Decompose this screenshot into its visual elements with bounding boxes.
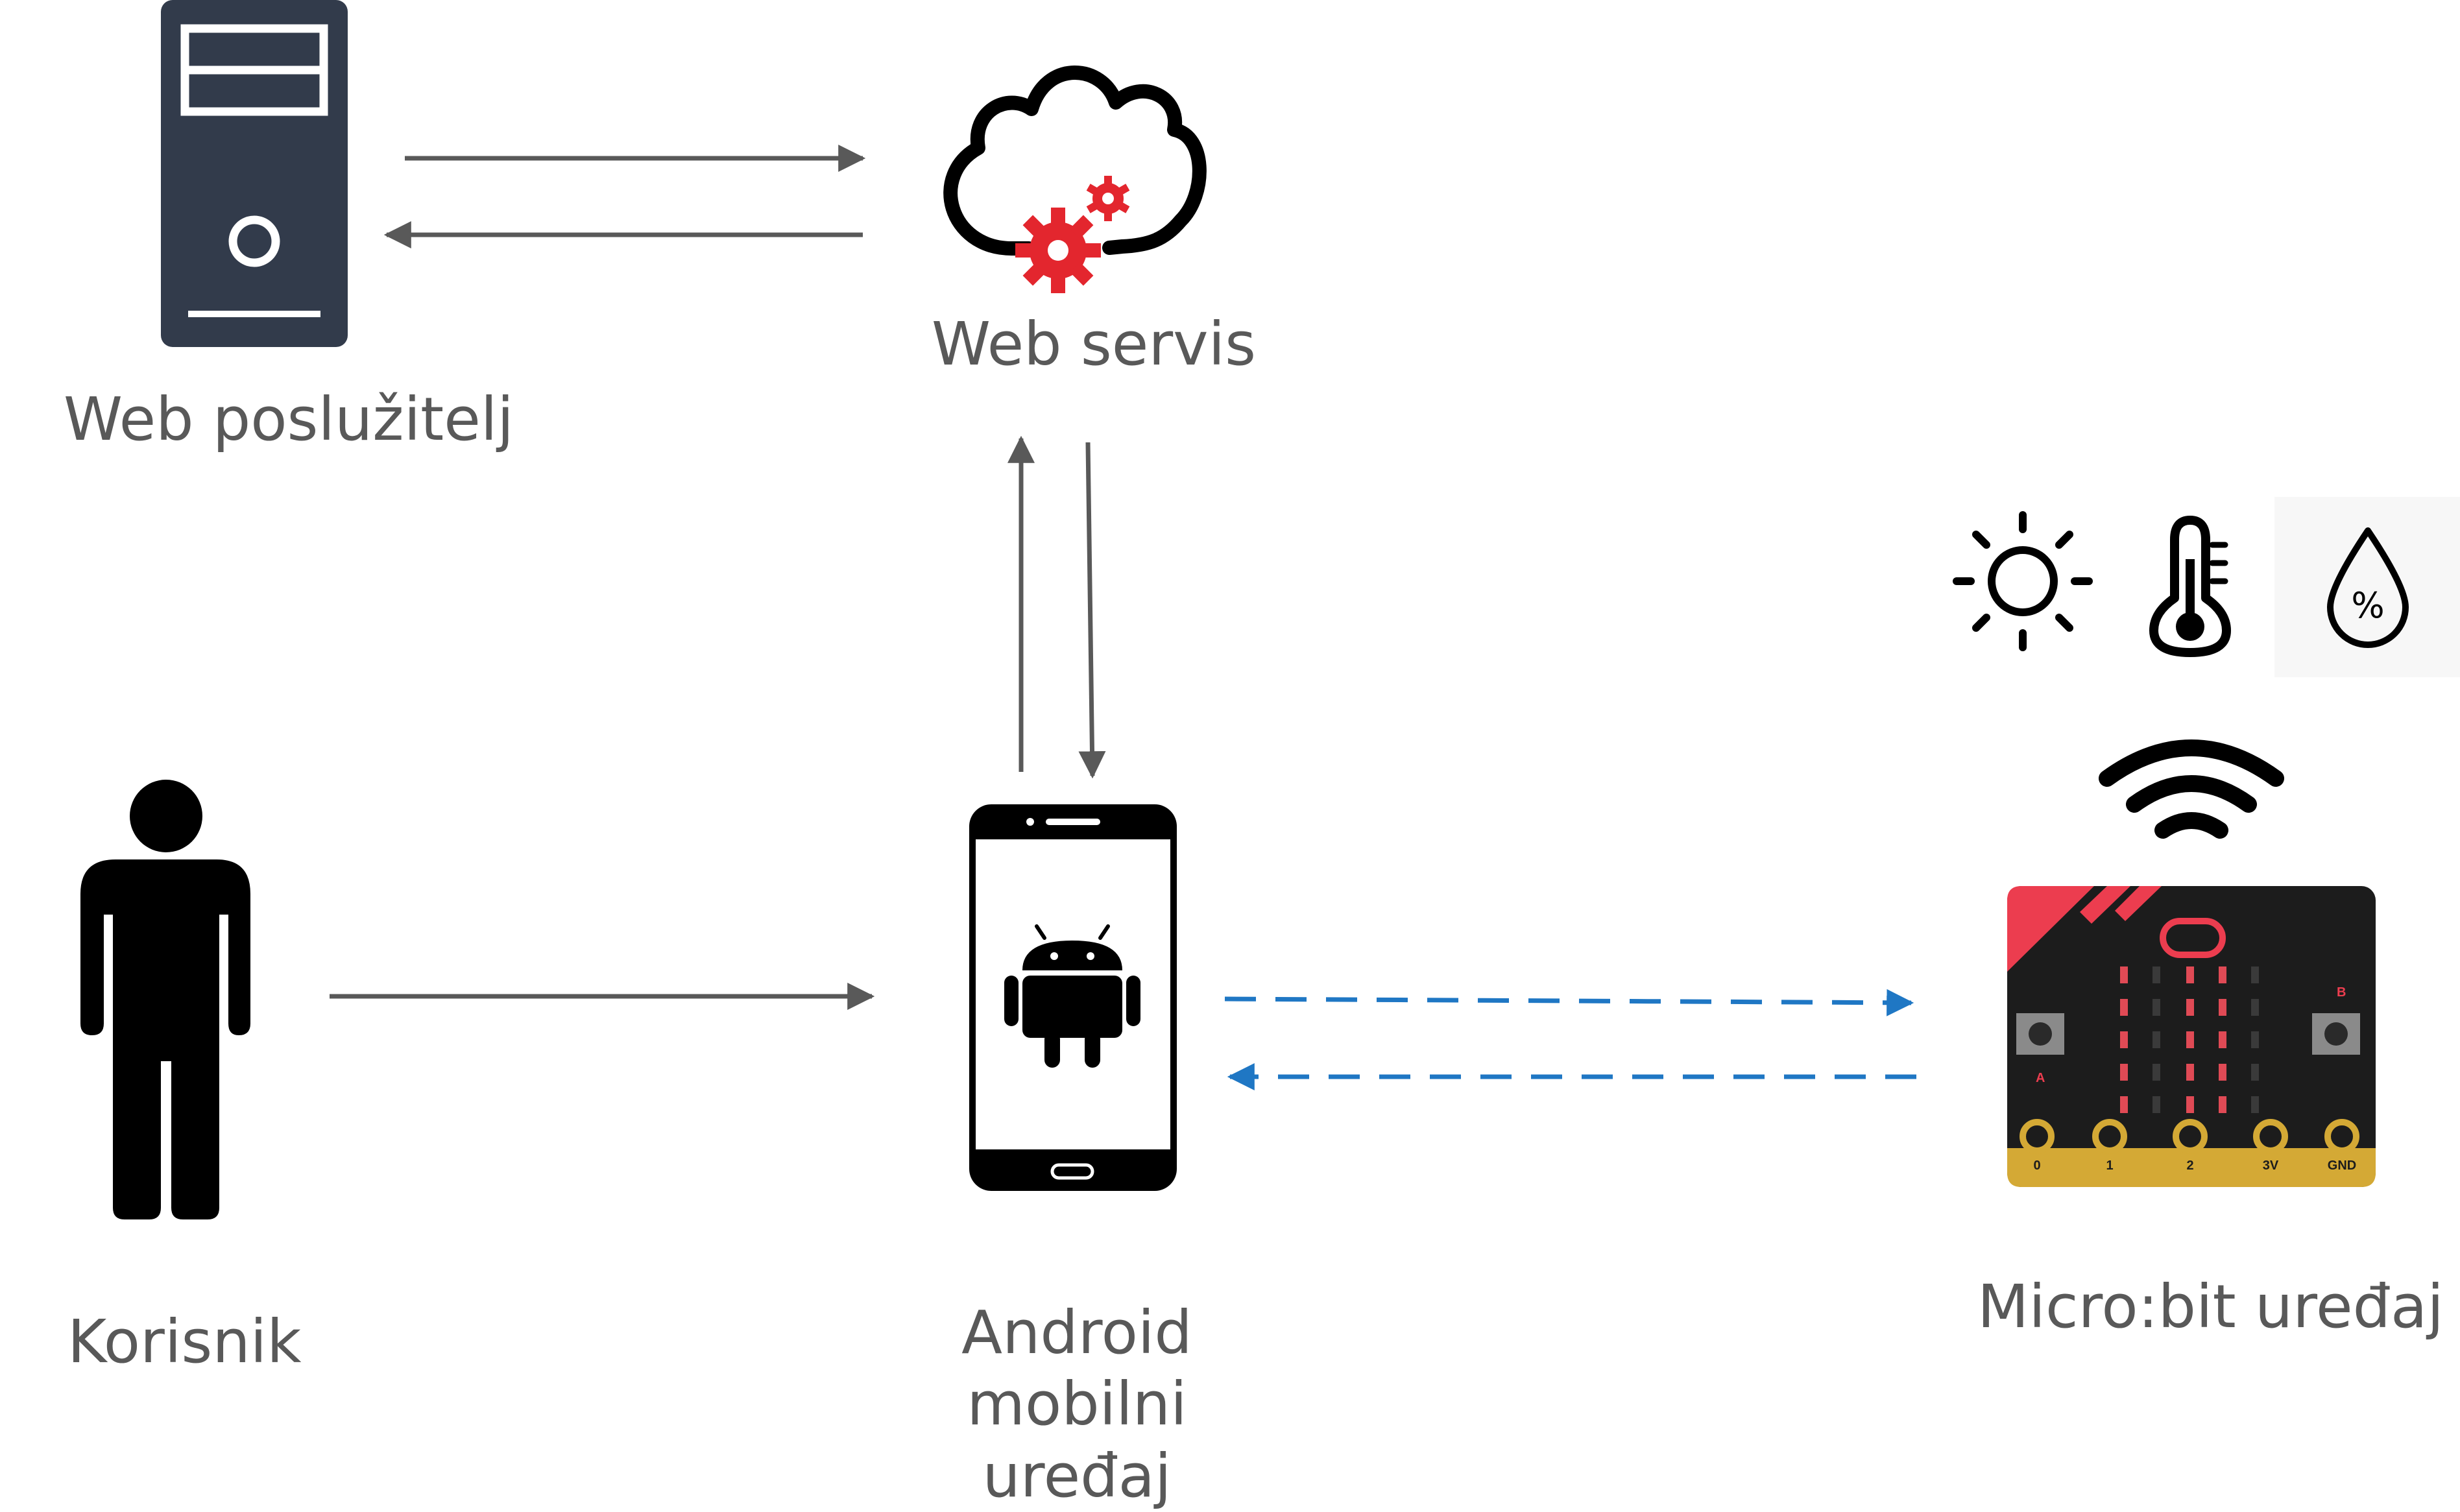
- led: [2219, 1096, 2226, 1113]
- led: [2152, 966, 2160, 983]
- sun-icon: [1953, 511, 2093, 651]
- led: [2251, 1096, 2259, 1113]
- microbit-button-b-label: B: [2337, 985, 2346, 1000]
- svg-text:%: %: [2351, 585, 2384, 626]
- android-device-label-line1: Android mobilni: [961, 1298, 1192, 1439]
- led: [2152, 1096, 2160, 1113]
- microbit-pin-label: GND: [2328, 1158, 2356, 1173]
- led: [2152, 1031, 2160, 1048]
- server-icon: [161, 0, 348, 347]
- web-service-label: Web servis: [932, 309, 1257, 379]
- arrow-service-to-phone: [1078, 442, 1106, 779]
- led: [2251, 1064, 2259, 1081]
- led: [2186, 1031, 2194, 1048]
- microbit-pin-label: 3V: [2263, 1158, 2279, 1173]
- microbit-led-matrix: [2120, 966, 2259, 1113]
- gear-icon-large: [1015, 208, 1101, 293]
- led: [2219, 966, 2226, 983]
- gear-icon-small: [1086, 176, 1130, 221]
- cloud-icon: [943, 66, 1207, 256]
- web-server-label: Web poslužitelj: [64, 385, 514, 454]
- microbit-pin-label: 1: [2106, 1158, 2113, 1173]
- led: [2219, 999, 2226, 1016]
- led: [2120, 1064, 2128, 1081]
- led: [2152, 999, 2160, 1016]
- led: [2120, 966, 2128, 983]
- wifi-icon: [2099, 739, 2284, 839]
- led: [2186, 1096, 2194, 1113]
- android-device-label-line2: uređaj: [982, 1441, 1172, 1511]
- microbit-pin-label: 2: [2186, 1158, 2193, 1173]
- microbit-pin-labels: 0 1 2 3V GND: [2033, 1158, 2356, 1173]
- microbit-label: Micro:bit uređaj: [1977, 1272, 2444, 1341]
- led: [2219, 1064, 2226, 1081]
- arrow-phone-to-microbit: [1224, 989, 1914, 1016]
- thermometer-icon: [2149, 516, 2231, 657]
- microbit-pin-label: 0: [2033, 1158, 2040, 1173]
- led: [2186, 999, 2194, 1016]
- led: [2219, 1031, 2226, 1048]
- led: [2120, 1096, 2128, 1113]
- led: [2251, 1031, 2259, 1048]
- android-logo-icon: [1004, 924, 1140, 1068]
- humidity-drop-icon: %: [2274, 497, 2460, 677]
- led: [2186, 966, 2194, 983]
- led: [2120, 1031, 2128, 1048]
- android-device-label: Android mobilni uređaj: [863, 1297, 1291, 1512]
- led: [2251, 966, 2259, 983]
- led: [2251, 999, 2259, 1016]
- microbit-button-a-label: A: [2036, 1071, 2045, 1085]
- led: [2152, 1064, 2160, 1081]
- led: [2186, 1064, 2194, 1081]
- led: [2120, 999, 2128, 1016]
- user-icon: [80, 780, 250, 1219]
- user-label: Korisnik: [67, 1307, 302, 1376]
